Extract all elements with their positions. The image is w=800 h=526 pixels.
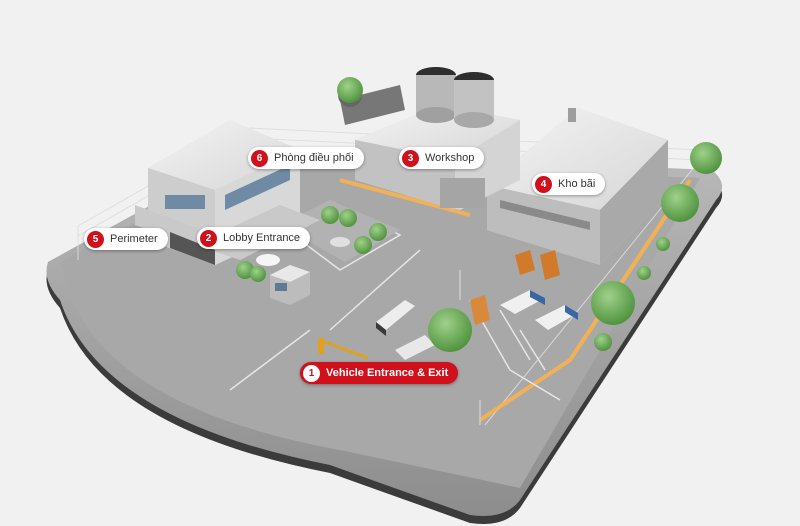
hotspot-number: 3	[402, 149, 419, 167]
hotspot-control-room[interactable]: 6 Phòng điều phối	[248, 147, 364, 169]
parked-cars	[256, 237, 350, 266]
hotspot-label: Phòng điều phối	[274, 152, 354, 164]
guard-house	[270, 265, 310, 305]
hotspot-perimeter[interactable]: 5 Perimeter	[84, 228, 168, 250]
trucks	[376, 250, 578, 360]
hotspot-vehicle-entrance[interactable]: 1 Vehicle Entrance & Exit	[300, 362, 459, 384]
vehicle-barrier	[318, 338, 369, 360]
hotspot-workshop[interactable]: 3 Workshop	[399, 147, 485, 169]
hotspot-label: Lobby Entrance	[223, 232, 301, 244]
hotspot-label: Workshop	[425, 152, 475, 164]
lamp-posts	[459, 270, 481, 425]
hotspot-label: Kho bãi	[558, 178, 596, 190]
hotspot-number: 5	[87, 230, 104, 248]
roads	[229, 214, 561, 401]
storage-tanks	[338, 67, 494, 128]
hotspot-lobby-entrance[interactable]: 2 Lobby Entrance	[197, 227, 311, 249]
hotspot-number: 6	[251, 149, 268, 167]
hotspot-number: 1	[303, 364, 320, 382]
trees	[236, 77, 722, 352]
hotspot-warehouse[interactable]: 4 Kho bãi	[532, 173, 606, 195]
hotspot-number: 4	[535, 175, 552, 193]
hotspot-label: Perimeter	[110, 233, 158, 245]
hotspot-label: Vehicle Entrance & Exit	[326, 367, 449, 379]
hotspot-number: 2	[200, 229, 217, 247]
perimeter-glow	[339, 178, 692, 422]
